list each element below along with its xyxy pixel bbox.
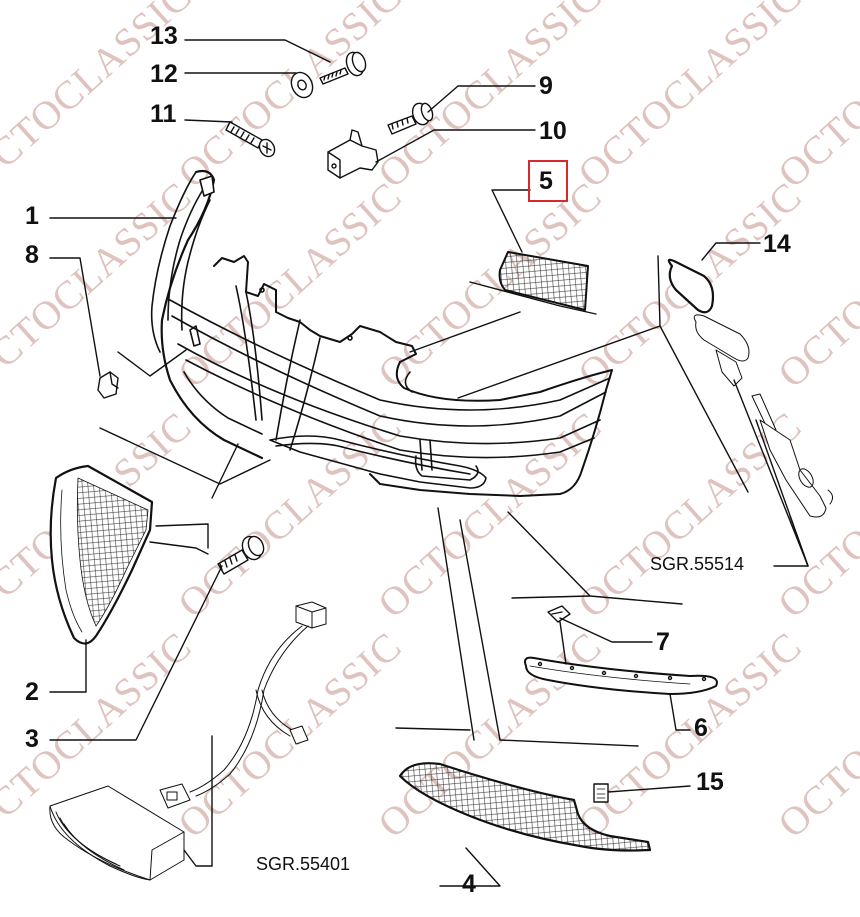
callout-4[interactable]: 4 [462, 870, 476, 898]
callout-7[interactable]: 7 [656, 628, 670, 656]
callout-10[interactable]: 10 [539, 117, 567, 145]
callout-12[interactable]: 12 [150, 60, 178, 88]
bolt-13-icon[interactable] [319, 50, 368, 85]
callout-13[interactable]: 13 [150, 22, 178, 50]
upper-grille-5-icon[interactable] [498, 251, 589, 311]
washer-12-icon[interactable] [287, 69, 316, 101]
clip-7-icon[interactable] [547, 605, 571, 623]
highlight-box-part-5 [528, 160, 568, 202]
callout-1[interactable]: 1 [25, 202, 39, 230]
callout-9[interactable]: 9 [539, 72, 553, 100]
label-plate-15-icon[interactable] [593, 783, 609, 803]
lower-grille-4-icon[interactable] [398, 762, 652, 852]
spoiler-strip-6-icon[interactable] [524, 656, 718, 695]
side-grille-2-icon[interactable] [49, 464, 154, 645]
callout-15[interactable]: 15 [696, 768, 724, 796]
callout-3[interactable]: 3 [25, 725, 39, 753]
headlamp-washer-cover-14-icon[interactable] [667, 258, 715, 314]
callout-8[interactable]: 8 [25, 241, 39, 269]
tow-hook-cover-8-icon[interactable] [97, 371, 119, 399]
bolt-9-icon[interactable] [387, 101, 435, 135]
bracket-10-icon[interactable] [327, 129, 379, 179]
callout-5[interactable]: 5 [539, 167, 553, 195]
callout-2[interactable]: 2 [25, 678, 39, 706]
headlamp-washer-assembly-icon[interactable] [693, 314, 834, 518]
reference-sgr-55401[interactable]: SGR.55401 [256, 854, 351, 874]
front-bumper-1-icon[interactable] [150, 169, 613, 497]
callout-14[interactable]: 14 [763, 230, 791, 258]
screw-11-icon[interactable] [225, 121, 278, 159]
screw-3-icon[interactable] [217, 533, 267, 575]
callout-6[interactable]: 6 [694, 714, 708, 742]
reference-sgr-55514[interactable]: SGR.55514 [650, 554, 745, 574]
fog-lamp-wiring-icon[interactable] [49, 601, 327, 881]
callout-11[interactable]: 11 [150, 100, 177, 128]
